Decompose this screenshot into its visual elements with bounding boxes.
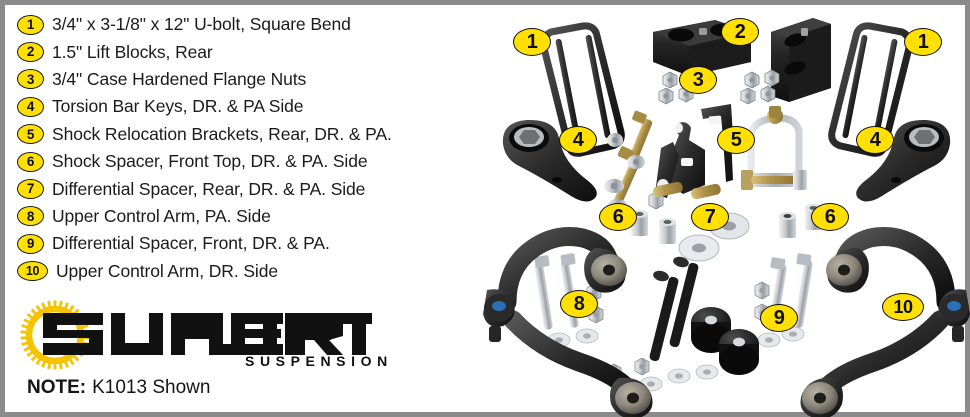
- brand-logo: SUSPENSION: [19, 297, 399, 375]
- legend-item: 5 Shock Relocation Brackets, Rear, DR. &…: [17, 121, 487, 148]
- legend-badge-2: 2: [17, 42, 44, 63]
- legend-label-7: Differential Spacer, Rear, DR. & PA. Sid…: [52, 178, 366, 199]
- parts-photo: 1 2 3 1 4 5 4 6 7 6 8 9 10: [483, 10, 970, 417]
- part-flange-nuts-right: [740, 69, 780, 105]
- brand-tagline: SUSPENSION: [245, 353, 393, 369]
- legend-item: 2 1.5" Lift Blocks, Rear: [17, 38, 487, 65]
- legend-item: 1 3/4" x 3-1/8" x 12" U-bolt, Square Ben…: [17, 11, 487, 38]
- callout-6-right: 6: [811, 203, 849, 231]
- part-relocation-bracket-flat: [655, 122, 705, 198]
- callout-4-right: 4: [856, 126, 894, 154]
- part-hardware-scatter-mid: [604, 110, 721, 213]
- legend-badge-7: 7: [17, 179, 44, 200]
- legend-label-2: 1.5" Lift Blocks, Rear: [52, 41, 213, 62]
- legend-label-9: Differential Spacer, Front, DR. & PA.: [52, 233, 330, 254]
- legend-badge-9: 9: [17, 233, 44, 254]
- part-upper-control-arm-dr: [800, 227, 970, 417]
- legend-badge-8: 8: [17, 206, 44, 227]
- callout-5: 5: [717, 126, 755, 154]
- legend-label-10: Upper Control Arm, DR. Side: [56, 260, 278, 281]
- legend-badge-1: 1: [17, 14, 44, 35]
- legend-badge-10: 10: [17, 261, 48, 282]
- part-torsion-bar-key-right: [856, 119, 951, 202]
- legend-item: 7 Differential Spacer, Rear, DR. & PA. S…: [17, 175, 487, 202]
- callout-10: 10: [882, 293, 924, 321]
- legend-item: 9 Differential Spacer, Front, DR. & PA.: [17, 230, 487, 257]
- callout-2: 2: [721, 18, 759, 46]
- callout-1-right: 1: [904, 28, 942, 56]
- part-differential-spacer-rear: [678, 212, 750, 262]
- part-bolts: [534, 253, 813, 362]
- legend-item: 10 Upper Control Arm, DR. Side: [17, 258, 487, 285]
- callout-1-left: 1: [513, 28, 551, 56]
- part-torsion-bar-key-left: [502, 119, 597, 202]
- legend-badge-3: 3: [17, 69, 44, 90]
- legend-label-5: Shock Relocation Brackets, Rear, DR. & P…: [52, 123, 392, 144]
- legend-badge-5: 5: [17, 124, 44, 145]
- part-lift-block-b: [771, 18, 831, 102]
- part-shock-spacer-left: [631, 210, 676, 244]
- part-upper-control-arm-pa: [483, 227, 653, 417]
- legend-badge-4: 4: [17, 96, 44, 117]
- callout-7: 7: [691, 203, 729, 231]
- callout-4-left: 4: [559, 126, 597, 154]
- brand-wordmark-tail: [209, 313, 372, 355]
- legend-item: 6 Shock Spacer, Front Top, DR. & PA. Sid…: [17, 148, 487, 175]
- diagram-canvas: 1 3/4" x 3-1/8" x 12" U-bolt, Square Ben…: [5, 5, 970, 417]
- legend-label-4: Torsion Bar Keys, DR. & PA Side: [52, 96, 304, 117]
- legend-label-8: Upper Control Arm, PA. Side: [52, 205, 271, 226]
- callout-8: 8: [560, 290, 598, 318]
- part-flange-nuts-left: [658, 69, 698, 105]
- legend-label-1: 3/4" x 3-1/8" x 12" U-bolt, Square Bend: [52, 14, 351, 35]
- note-line: NOTE:K1013 Shown: [27, 377, 210, 399]
- part-differential-spacer-front: [691, 307, 759, 375]
- callout-3: 3: [679, 66, 717, 94]
- legend-item: 4 Torsion Bar Keys, DR. & PA Side: [17, 93, 487, 120]
- legend-badge-6: 6: [17, 151, 44, 172]
- parts-illustration: [483, 18, 970, 417]
- note-text: K1013 Shown: [92, 377, 211, 398]
- legend-label-6: Shock Spacer, Front Top, DR. & PA. Side: [52, 151, 368, 172]
- legend-item: 8 Upper Control Arm, PA. Side: [17, 203, 487, 230]
- callout-9: 9: [760, 304, 798, 332]
- legend-item: 3 3/4" Case Hardened Flange Nuts: [17, 66, 487, 93]
- callout-6-left: 6: [599, 203, 637, 231]
- note-prefix: NOTE:: [27, 377, 87, 398]
- legend-label-3: 3/4" Case Hardened Flange Nuts: [52, 68, 307, 89]
- part-shock-u-bracket: [741, 106, 807, 190]
- parts-legend: 1 3/4" x 3-1/8" x 12" U-bolt, Square Ben…: [17, 11, 487, 285]
